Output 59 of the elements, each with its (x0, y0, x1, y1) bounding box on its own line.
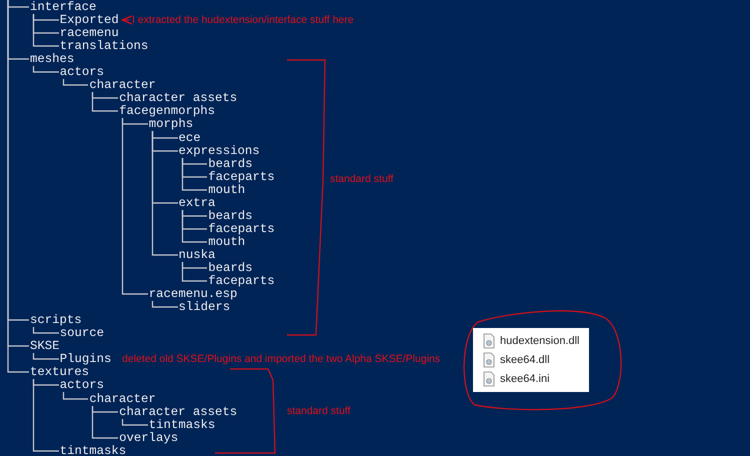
folder-name: meshes (30, 52, 74, 66)
folder-name: mouth (208, 182, 246, 197)
folder-name: beards (208, 208, 252, 223)
folder-name: mouth (208, 234, 246, 249)
folder-name: overlays (119, 430, 178, 445)
folder-name: faceparts (208, 222, 275, 236)
tree-line (32, 327, 59, 334)
folder-name: character assets (119, 404, 238, 419)
tree-line (122, 419, 148, 426)
file-name: hudextension.dll (500, 335, 580, 347)
tree-line (182, 158, 207, 191)
folder-name: extra (178, 196, 216, 210)
tree-line (32, 14, 59, 47)
tree-line (32, 379, 59, 452)
tree-line (62, 392, 88, 400)
file-name: skee64.ini (500, 373, 550, 385)
folder-name: ece (178, 130, 201, 144)
tree-line (92, 92, 118, 112)
folder-name: source (60, 326, 104, 340)
tree-line (152, 301, 178, 308)
folder-name: faceparts (208, 170, 275, 184)
annotation-text: standard stuff (287, 405, 350, 417)
folder-name: SKSE (30, 339, 60, 354)
tree-line (182, 210, 207, 243)
tree-line (182, 262, 207, 282)
annotation-text: I extracted the hudextension/interface stuff here (132, 14, 354, 26)
annotation-text: deleted old SKSE/Plugins and imported the two Alpha SKSE/Plugins (122, 353, 440, 365)
tree-line (32, 353, 59, 360)
folder-name: character assets (119, 91, 238, 106)
folder-name: nuska (178, 248, 216, 262)
folder-name: racemenu (60, 26, 119, 40)
tree-line (122, 118, 148, 295)
folder-name: expressions (178, 144, 260, 158)
annotation-text: standard stuff (330, 173, 394, 185)
folder-name: scripts (30, 313, 82, 328)
folder-name: faceparts (208, 274, 275, 288)
folder-name: racemenu.esp (148, 287, 238, 302)
folder-name: Exported (60, 13, 119, 28)
folder-name: sliders (178, 300, 230, 314)
folder-name: interface (30, 0, 96, 14)
folder-name: beards (208, 156, 252, 171)
folder-name: actors (60, 65, 104, 80)
folder-name: character (89, 392, 156, 406)
folder-name: tintmasks (60, 444, 126, 456)
folder-name: actors (60, 378, 104, 392)
folder-name: beards (208, 261, 252, 275)
file-name: skee64.dll (500, 354, 550, 366)
folder-name: morphs (148, 117, 194, 132)
folder-name: character (89, 78, 156, 92)
tree-line (32, 66, 59, 73)
folder-name: textures (30, 365, 90, 380)
tree-line (62, 79, 88, 86)
tree-line (92, 406, 118, 439)
folder-name: translations (60, 39, 148, 54)
arrow (121, 15, 133, 25)
tree-line (152, 131, 178, 256)
folder-name: facegenmorphs (119, 104, 216, 118)
folder-name: tintmasks (148, 418, 216, 432)
folder-name: Plugins (60, 352, 112, 366)
